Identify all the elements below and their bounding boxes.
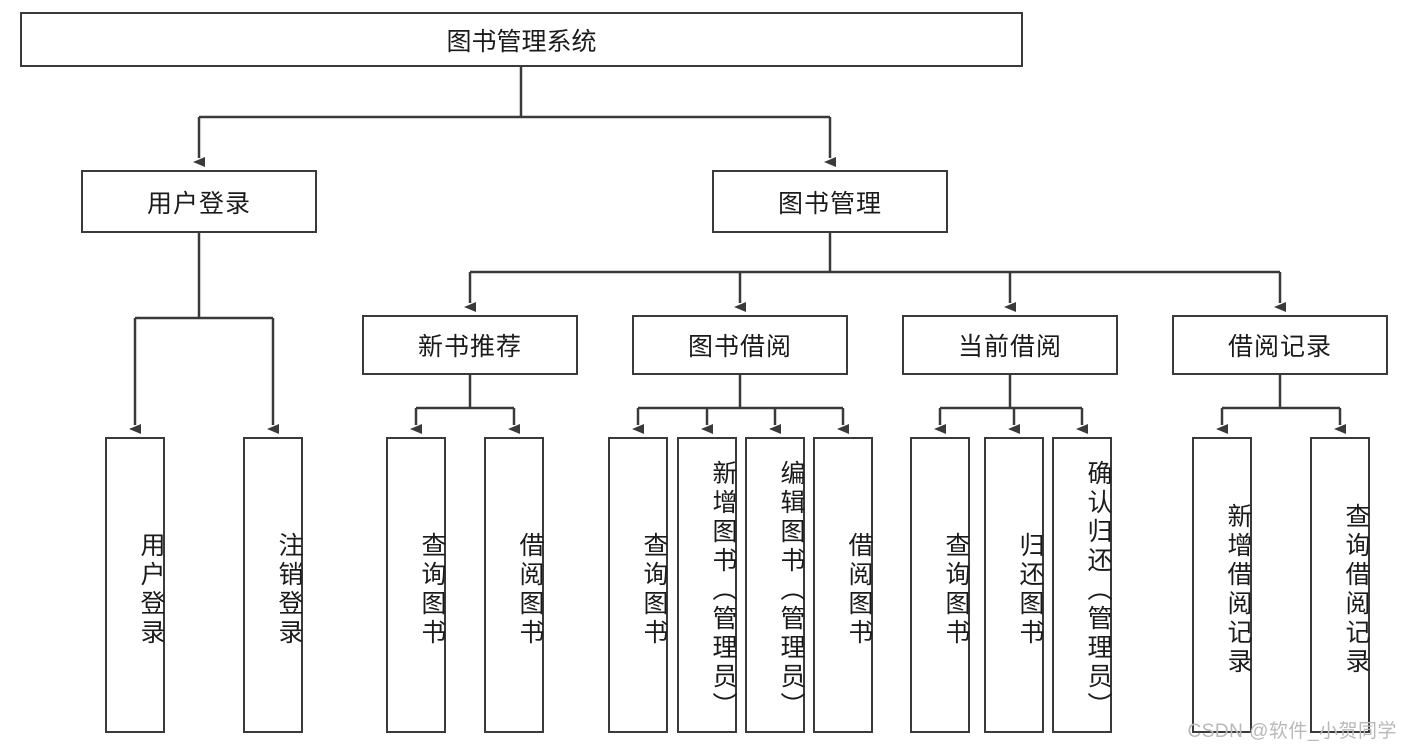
- node-leaf-edit-book-label: 编辑图书（管理员）: [777, 459, 805, 721]
- node-current-borrow[interactable]: 当前借阅: [902, 315, 1118, 375]
- node-current-borrow-label: 当前借阅: [957, 333, 1062, 361]
- node-leaf-user-logout-label: 注销登录: [275, 532, 303, 648]
- node-leaf-query-book-1-label: 查询图书: [418, 532, 446, 648]
- node-leaf-edit-book[interactable]: 编辑图书（管理员）: [745, 437, 805, 733]
- node-leaf-user-logout[interactable]: 注销登录: [243, 437, 303, 733]
- node-user-login[interactable]: 用户登录: [81, 170, 317, 233]
- node-borrow-record-label: 借阅记录: [1227, 333, 1332, 361]
- node-root-label: 图书管理系统: [446, 27, 597, 56]
- node-leaf-user-login-label: 用户登录: [137, 532, 165, 648]
- node-leaf-borrow-book-1[interactable]: 借阅图书: [484, 437, 544, 733]
- watermark: CSDN @软件_小贺同学: [1187, 721, 1397, 742]
- node-borrow-record[interactable]: 借阅记录: [1172, 315, 1388, 375]
- node-leaf-query-book-2[interactable]: 查询图书: [608, 437, 668, 733]
- node-leaf-query-book-3-label: 查询图书: [942, 532, 970, 648]
- node-leaf-user-login[interactable]: 用户登录: [105, 437, 165, 733]
- node-leaf-query-book-3[interactable]: 查询图书: [910, 437, 970, 733]
- node-leaf-confirm-return[interactable]: 确认归还（管理员）: [1052, 437, 1112, 733]
- node-leaf-add-record[interactable]: 新增借阅记录: [1192, 437, 1252, 733]
- node-leaf-add-record-label: 新增借阅记录: [1224, 503, 1252, 677]
- node-book-borrow[interactable]: 图书借阅: [632, 315, 848, 375]
- node-leaf-query-record-label: 查询借阅记录: [1342, 503, 1370, 677]
- node-book-manage[interactable]: 图书管理: [712, 170, 948, 233]
- node-leaf-borrow-book-2[interactable]: 借阅图书: [813, 437, 873, 733]
- node-leaf-confirm-return-label: 确认归还（管理员）: [1084, 459, 1112, 721]
- node-user-login-label: 用户登录: [146, 189, 251, 218]
- node-leaf-return-book[interactable]: 归还图书: [984, 437, 1044, 733]
- node-leaf-borrow-book-1-label: 借阅图书: [516, 532, 544, 648]
- node-leaf-add-book[interactable]: 新增图书（管理员）: [677, 437, 737, 733]
- node-book-borrow-label: 图书借阅: [687, 333, 792, 361]
- node-leaf-query-book-1[interactable]: 查询图书: [386, 437, 446, 733]
- node-leaf-query-record[interactable]: 查询借阅记录: [1310, 437, 1370, 733]
- node-leaf-borrow-book-2-label: 借阅图书: [845, 532, 873, 648]
- node-leaf-return-book-label: 归还图书: [1016, 532, 1044, 648]
- node-book-manage-label: 图书管理: [777, 189, 882, 218]
- node-leaf-query-book-2-label: 查询图书: [640, 532, 668, 648]
- node-leaf-add-book-label: 新增图书（管理员）: [709, 459, 737, 721]
- node-new-book-rec[interactable]: 新书推荐: [362, 315, 578, 375]
- node-new-book-rec-label: 新书推荐: [417, 333, 522, 361]
- node-root[interactable]: 图书管理系统: [20, 12, 1023, 67]
